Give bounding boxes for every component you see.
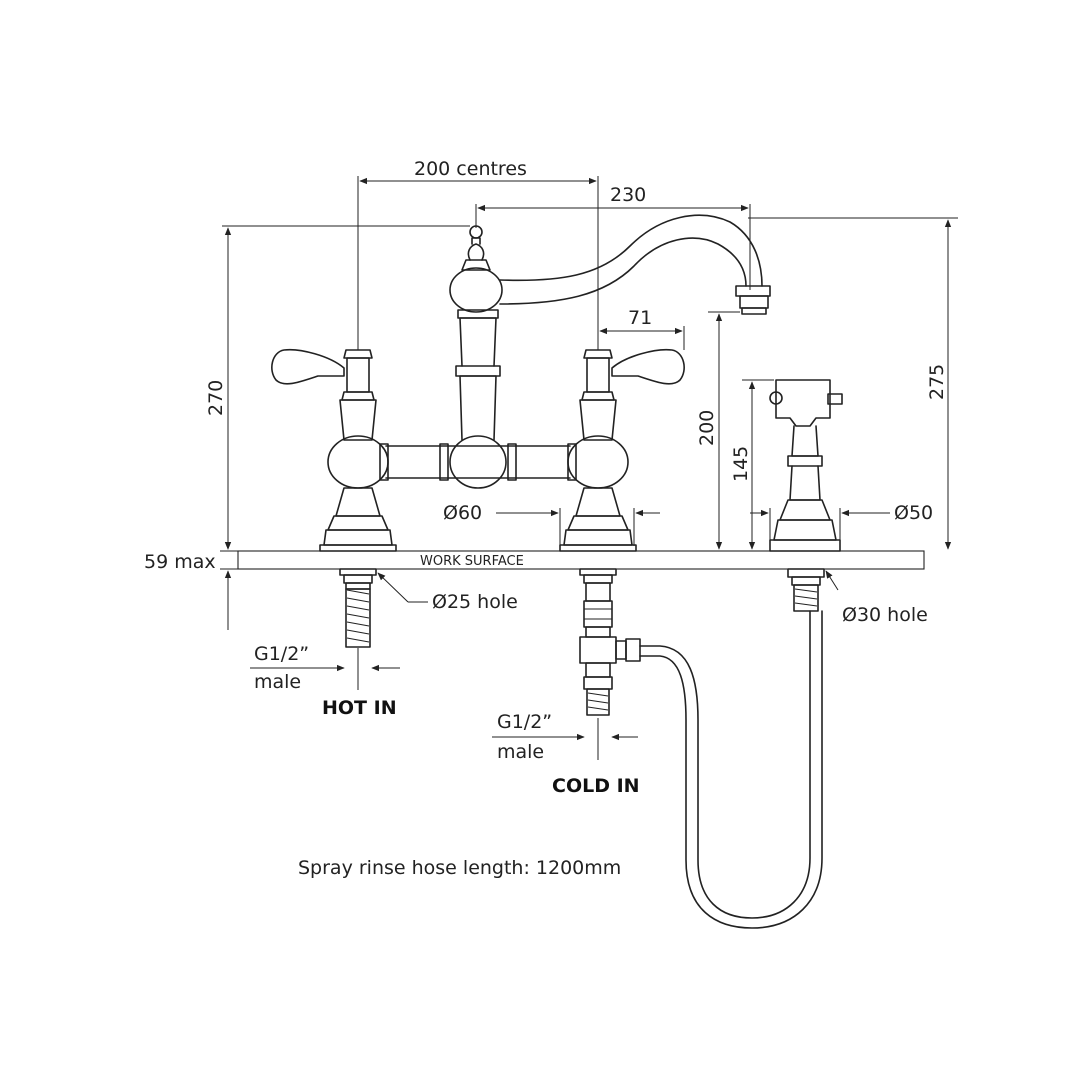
cold-type-label: male (497, 741, 544, 763)
base-diameter-left: Ø60 (443, 502, 482, 524)
reach-dimension: 230 (610, 184, 646, 206)
centres-dimension: 200 centres (414, 158, 527, 180)
bridge-and-spout (379, 214, 771, 489)
spout-clearance-dimension: 200 (696, 410, 718, 446)
overall-height-dimension: 270 (205, 380, 227, 416)
dimension-lines (220, 176, 958, 760)
hot-thread-label: G1/2” (254, 643, 309, 665)
max-thickness-dimension: 59 max (144, 551, 216, 573)
cold-in-label: COLD IN (552, 775, 640, 797)
hot-in-label: HOT IN (322, 697, 397, 719)
hole-left-label: Ø25 hole (432, 591, 518, 613)
right-height-dimension: 275 (926, 364, 948, 400)
hot-type-label: male (254, 671, 301, 693)
lever-offset-dimension: 71 (628, 307, 652, 329)
cold-thread-label: G1/2” (497, 711, 552, 733)
labels: 200 centres 230 270 275 71 200 145 Ø60 Ø… (144, 158, 948, 879)
hole-right-label: Ø30 hole (842, 604, 928, 626)
hose-length-note: Spray rinse hose length: 1200mm (298, 857, 621, 879)
work-surface: WORK SURFACE (237, 550, 925, 570)
rinse-height-dimension: 145 (730, 446, 752, 482)
cold-valve (559, 348, 685, 716)
work-surface-label: WORK SURFACE (420, 554, 524, 569)
hot-valve (271, 348, 397, 648)
base-diameter-right: Ø50 (894, 502, 933, 524)
